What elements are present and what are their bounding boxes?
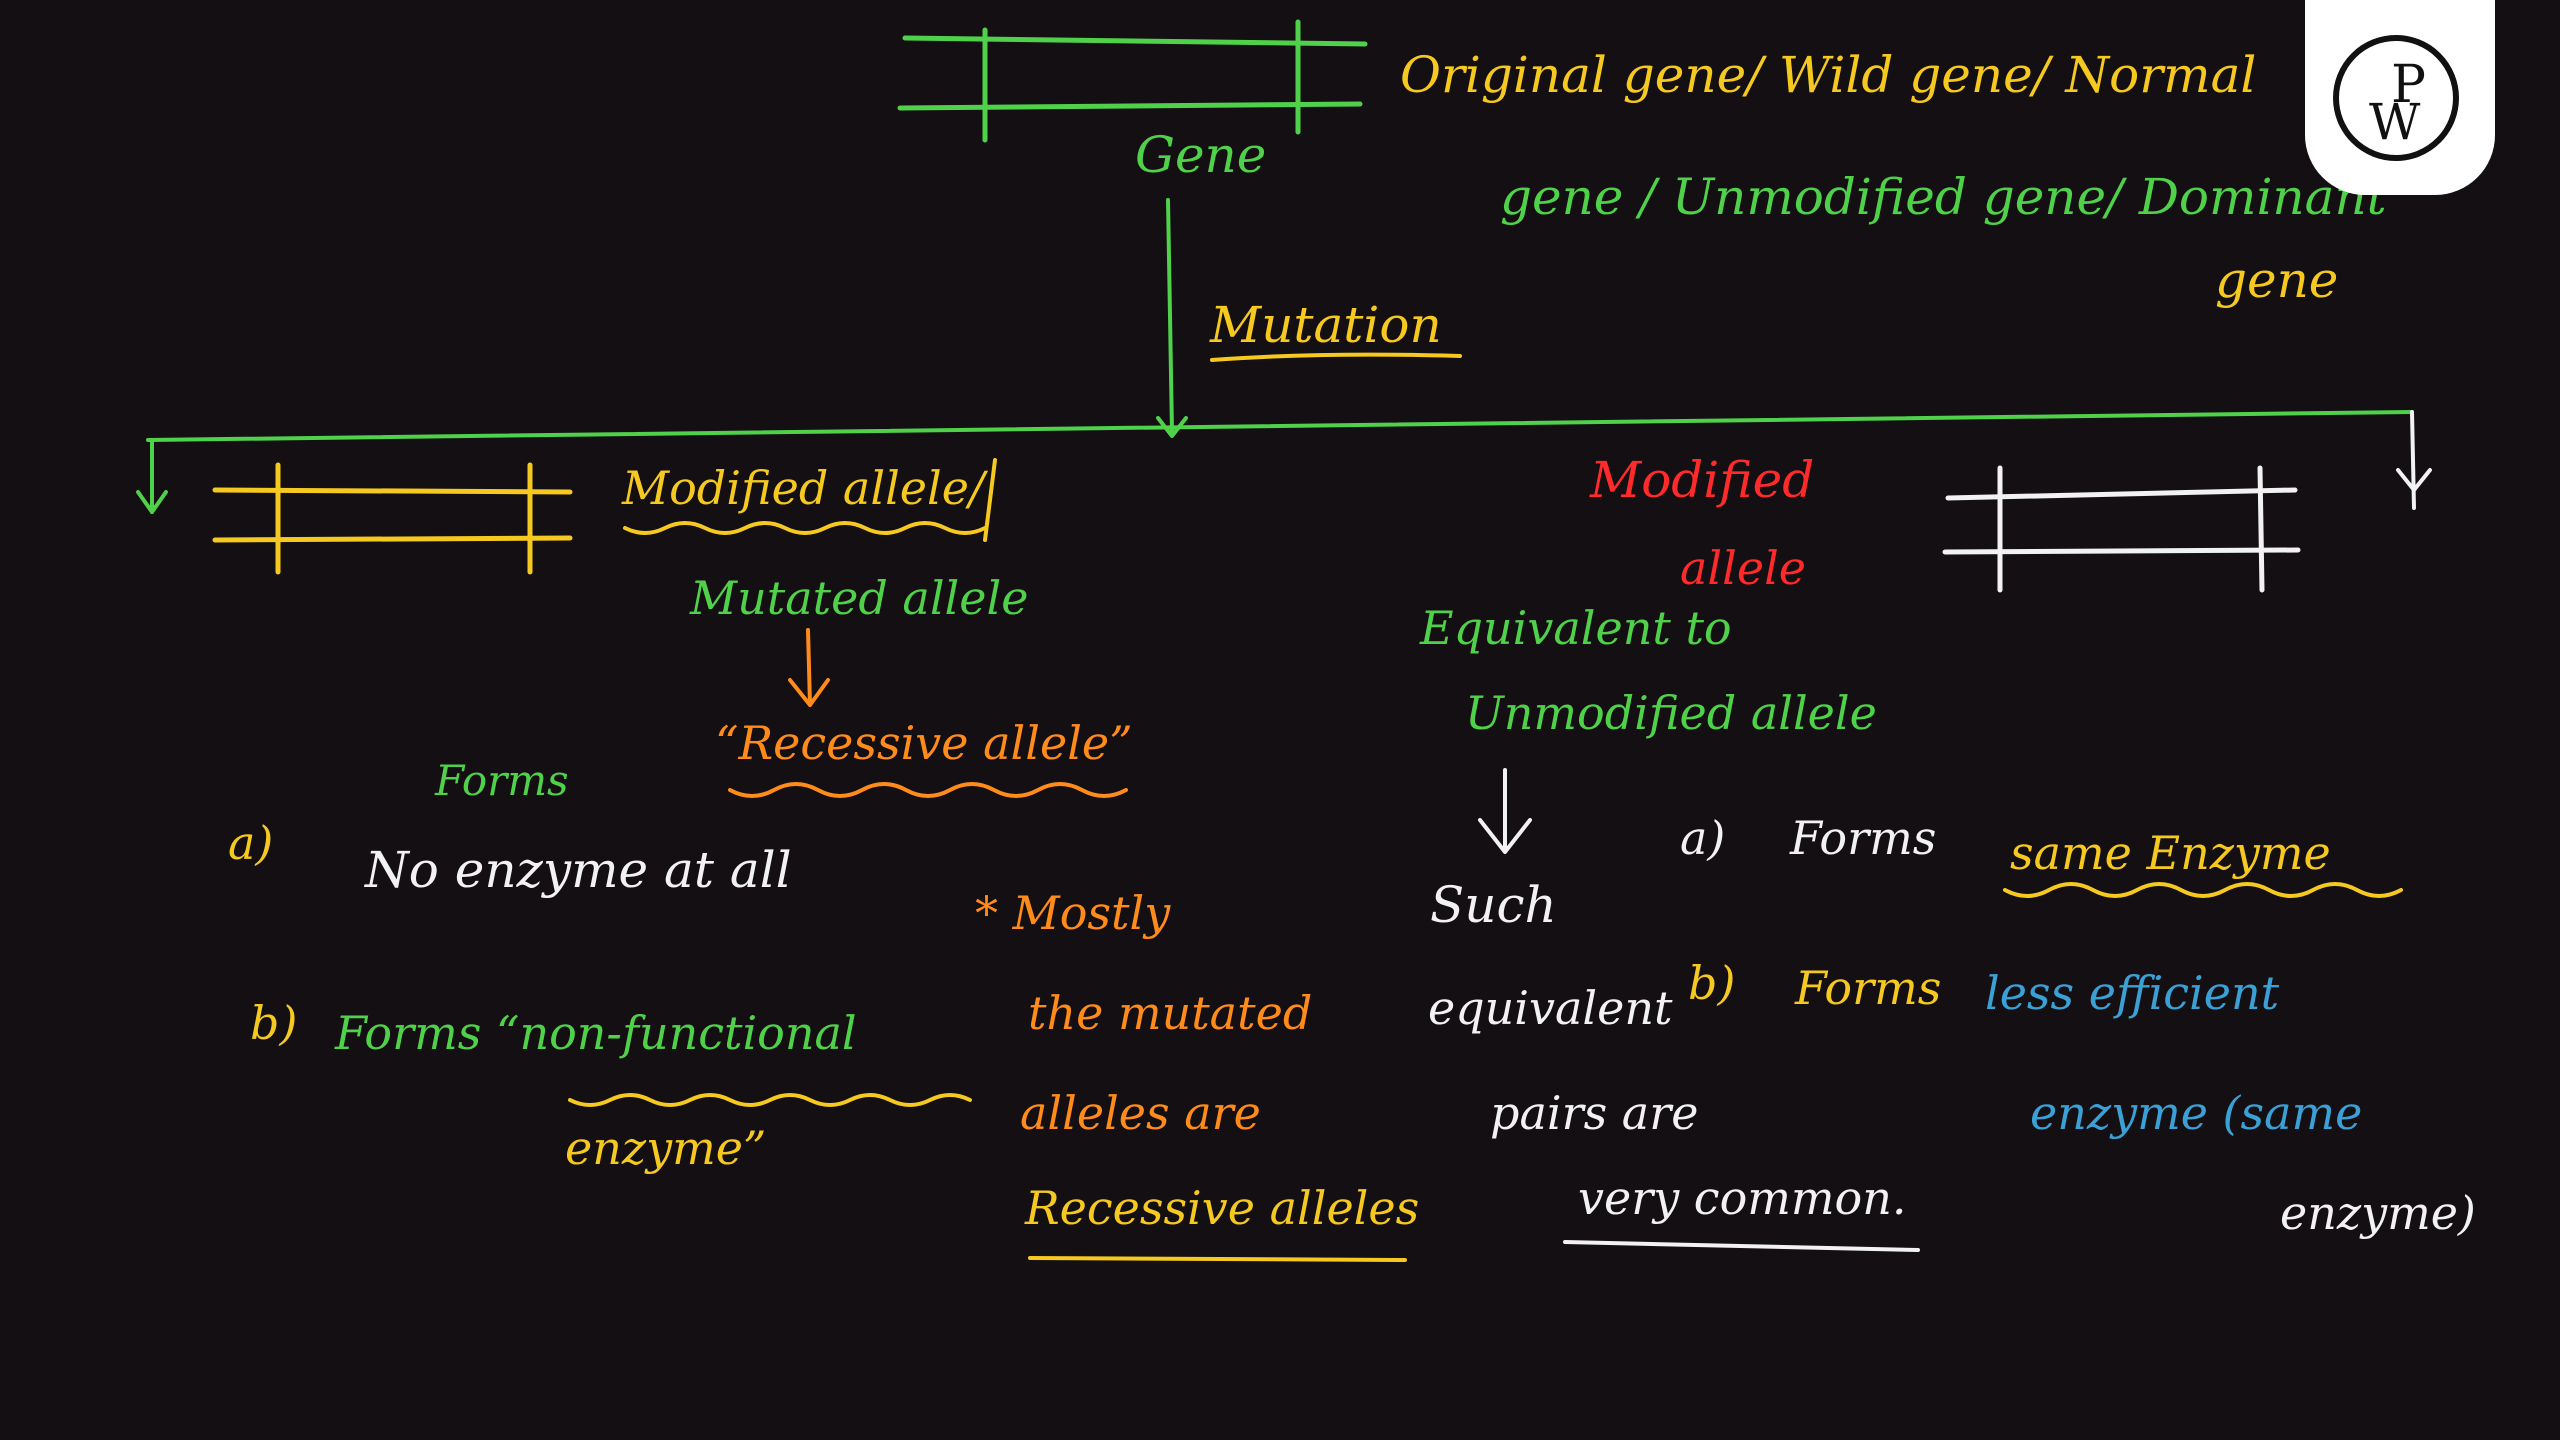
point-a-marker: a) xyxy=(228,816,274,870)
right-a-forms: Forms xyxy=(1790,811,1937,865)
recessive-allele-label: “Recessive allele” xyxy=(715,716,1133,770)
point-b-marker: b) xyxy=(250,996,298,1050)
note-underline xyxy=(1028,1256,1407,1262)
very-common-underline xyxy=(1563,1240,1920,1252)
modified-allele-diagram xyxy=(212,462,573,575)
point-b-text-line1: Forms “non-functional xyxy=(335,1006,857,1060)
logo-letter-p: P xyxy=(2391,55,2426,115)
right-b-forms: Forms xyxy=(1795,961,1942,1015)
recessive-underline xyxy=(728,782,1128,798)
forms-label: Forms xyxy=(435,756,569,805)
slash-divider xyxy=(983,458,997,542)
right-b-line3: enzyme) xyxy=(2280,1186,2476,1240)
equivalent-line1: Equivalent to xyxy=(1420,601,1732,655)
branch-line xyxy=(136,410,2414,514)
right-a-marker: a) xyxy=(1680,811,1726,865)
such-line4: very common. xyxy=(1578,1171,1907,1225)
note-line3: alleles are xyxy=(1020,1086,1261,1140)
right-b-line2: enzyme (same xyxy=(2030,1086,2363,1140)
mutation-underline xyxy=(1210,352,1462,362)
logo-ring: P W xyxy=(2333,35,2459,161)
such-line1: Such xyxy=(1430,876,1557,934)
gene-description-line1: Original gene/ Wild gene/ Normal xyxy=(1400,46,2257,104)
right-a-enzyme: same Enzyme xyxy=(2010,826,2331,880)
equivalent-allele-diagram xyxy=(1942,465,2301,593)
equivalent-line2: Unmodified allele xyxy=(1465,686,1877,740)
right-branch-arrow xyxy=(2396,410,2432,510)
mutation-label: Mutation xyxy=(1210,296,1442,354)
same-enzyme-underline xyxy=(2003,882,2403,898)
modified-label-line1: Modified xyxy=(1590,451,1815,509)
such-line3: pairs are xyxy=(1490,1086,1699,1140)
right-b-marker: b) xyxy=(1688,956,1736,1010)
gene-diagram xyxy=(897,19,1368,143)
non-functional-underline xyxy=(568,1093,972,1107)
pw-logo: P W xyxy=(2305,0,2495,195)
right-b-less: less efficient xyxy=(1985,966,2280,1020)
gene-description-line2: gene / Unmodified gene/ Dominant xyxy=(1500,168,2387,226)
gene-label: Gene xyxy=(1135,126,1267,184)
recessive-arrow xyxy=(788,628,830,707)
logo-letter-w: W xyxy=(2369,93,2421,151)
gene-description-line3: gene xyxy=(2215,251,2339,309)
note-line1: * Mostly xyxy=(975,886,1171,940)
modified-allele-underline xyxy=(623,521,987,535)
modified-label-line2: allele xyxy=(1680,541,1807,595)
point-b-text-line2: enzyme” xyxy=(565,1121,767,1175)
such-line2: equivalent xyxy=(1428,981,1673,1035)
note-line4: Recessive alleles xyxy=(1025,1181,1420,1235)
modified-allele-label: Modified allele/ xyxy=(622,461,985,515)
point-a-text: No enzyme at all xyxy=(365,841,792,899)
note-line2: the mutated xyxy=(1028,986,1313,1040)
such-arrow xyxy=(1478,768,1532,854)
mutated-allele-label: Mutated allele xyxy=(690,571,1029,625)
mutation-arrow xyxy=(1156,198,1188,438)
